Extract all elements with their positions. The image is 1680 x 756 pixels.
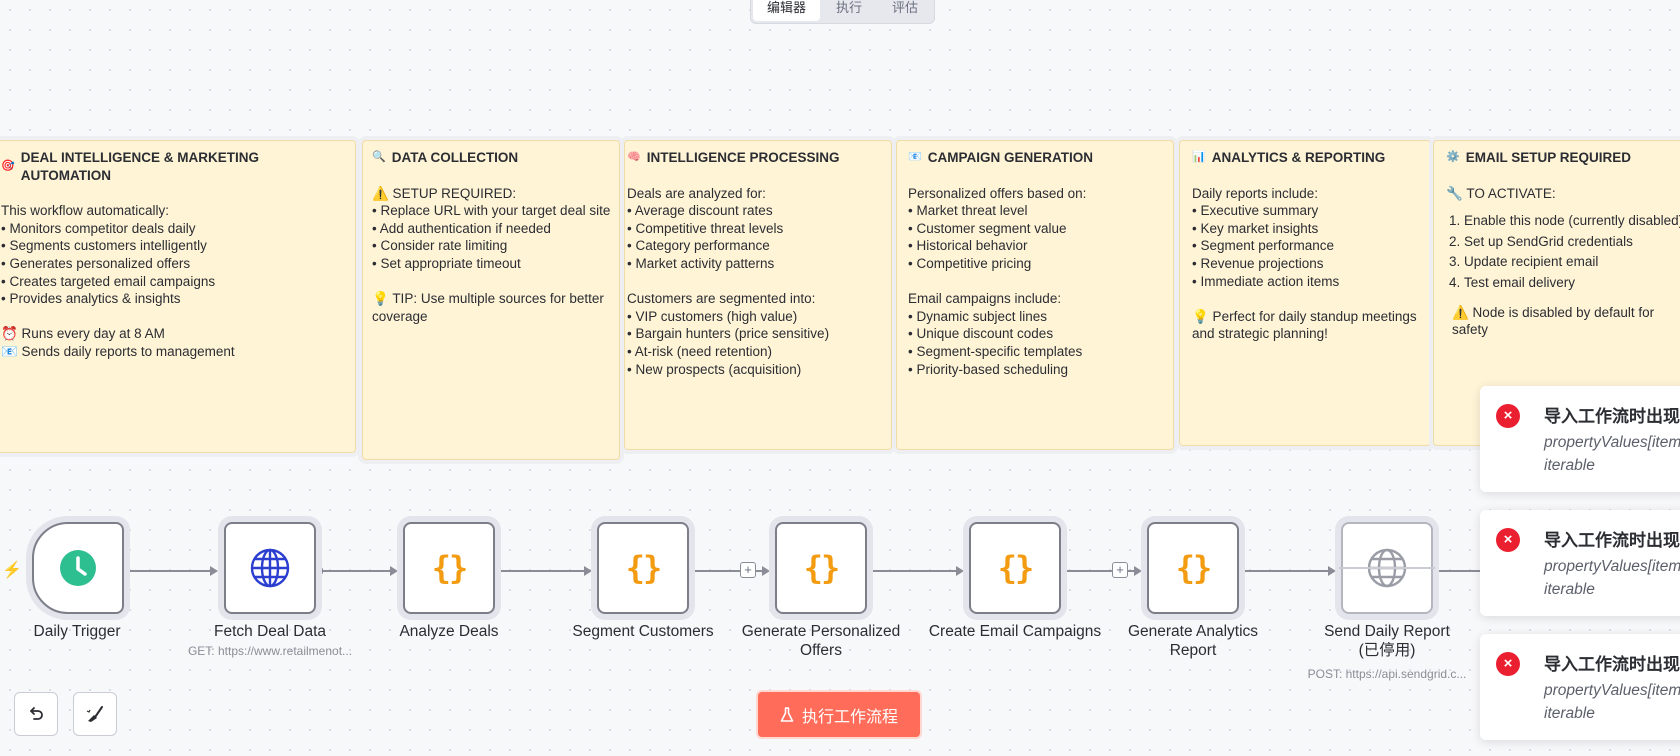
arrow-head: [762, 566, 770, 576]
input-handle: [770, 563, 776, 579]
node-subtitle: POST: https://api.sendgrid.c...: [1307, 667, 1467, 681]
error-icon: ×: [1496, 404, 1520, 428]
toast-title: 导入工作流时出现问题: [1544, 655, 1680, 674]
tab-executions[interactable]: 执行: [836, 0, 863, 15]
note-steps: Enable this node (currently disabled) Se…: [1446, 212, 1680, 291]
input-handle: [1142, 563, 1148, 579]
node-create-email-campaigns[interactable]: {}: [969, 522, 1061, 614]
disabled-strike-line: [1339, 567, 1435, 569]
note-title: DATA COLLECTION: [391, 150, 519, 165]
arrow-head: [390, 566, 398, 576]
note-body: This workflow automatically: • Monitors …: [1, 203, 235, 359]
execute-workflow-button[interactable]: 执行工作流程: [758, 692, 920, 737]
arrow-head: [1134, 566, 1142, 576]
input-handle: [592, 563, 598, 579]
target-icon: 🎯: [1, 159, 15, 172]
code-braces-icon: {}: [625, 549, 663, 587]
add-node-button[interactable]: +: [740, 562, 756, 578]
bar-chart-icon: 📊: [1192, 151, 1206, 163]
arrow-head: [584, 566, 592, 576]
toast-message: propertyValues[item] iterable: [1544, 682, 1680, 722]
note-footer: ⚠️ Node is disabled by default for safet…: [1452, 304, 1655, 338]
code-braces-icon: {}: [1175, 549, 1213, 587]
execute-workflow-label: 执行工作流程: [801, 708, 898, 726]
note-step: Update recipient email: [1464, 253, 1680, 271]
input-handle: [964, 563, 970, 579]
node-send-daily-report[interactable]: [1339, 522, 1435, 614]
note-step: Set up SendGrid credentials: [1464, 233, 1680, 251]
arrow-head: [956, 566, 964, 576]
note-title: ANALYTICS & REPORTING: [1211, 150, 1386, 165]
input-handle: [218, 563, 224, 579]
undo-icon: [30, 707, 43, 720]
node-subtitle: GET: https://www.retailmenot...: [187, 644, 353, 658]
note-body: Deals are analyzed for: • Average discou…: [627, 185, 830, 377]
toast-message: propertyValues[item] iterable: [1544, 434, 1680, 474]
node-analyze-deals[interactable]: {}: [403, 522, 495, 614]
node-label: Analyze Deals: [399, 623, 499, 640]
code-braces-icon: {}: [431, 549, 469, 587]
email-icon: 📧: [908, 151, 922, 163]
node-label: Create Email Campaigns: [928, 623, 1102, 640]
toast-title: 导入工作流时出现问题: [1544, 531, 1680, 550]
node-label: Segment Customers: [572, 623, 714, 640]
code-braces-icon: {}: [997, 549, 1035, 587]
error-icon: ×: [1496, 652, 1520, 676]
note-title: CAMPAIGN GENERATION: [927, 150, 1093, 165]
node-segment-customers[interactable]: {}: [597, 522, 689, 614]
note-intro: 🔧 TO ACTIVATE:: [1446, 185, 1556, 201]
node-label: Generate Analytics Report: [1127, 623, 1259, 659]
input-handle: [398, 563, 404, 579]
error-toast[interactable]: × 导入工作流时出现问题 propertyValues[item] iterab…: [1480, 510, 1680, 616]
arrow-head: [1328, 566, 1336, 576]
tidy-up-button[interactable]: [73, 692, 117, 736]
tab-editor[interactable]: 编辑器: [753, 0, 821, 21]
undo-button[interactable]: [14, 692, 58, 736]
tab-evaluations[interactable]: 评估: [892, 0, 919, 15]
note-title: DEAL INTELLIGENCE & MARKETING AUTOMATION: [20, 150, 259, 183]
sticky-note-overview[interactable]: 🎯 DEAL INTELLIGENCE & MARKETING AUTOMATIO…: [0, 140, 356, 453]
note-body: Personalized offers based on: • Market t…: [908, 185, 1087, 377]
node-label: Generate Personalized Offers: [741, 623, 901, 659]
node-label: Fetch Deal Data: [214, 623, 326, 640]
node-generate-analytics-report[interactable]: {}: [1147, 522, 1239, 614]
note-body: ⚠️ SETUP REQUIRED: • Replace URL with yo…: [372, 185, 611, 324]
node-fetch-deal-data[interactable]: [224, 522, 316, 614]
note-body: Daily reports include: • Executive summa…: [1192, 185, 1417, 342]
toast-title: 导入工作流时出现问题: [1544, 407, 1680, 426]
magnifier-icon: 🔍: [372, 151, 386, 163]
error-icon: ×: [1496, 528, 1520, 552]
note-step: Enable this node (currently disabled): [1464, 212, 1680, 230]
view-tabs: 编辑器 执行 评估: [750, 0, 936, 24]
flask-icon: [780, 706, 794, 722]
add-node-button[interactable]: +: [1112, 562, 1128, 578]
clock-icon: [60, 550, 96, 586]
arrow-head: [210, 566, 218, 576]
node-label: Send Daily Report (已停用): [1324, 623, 1450, 659]
toast-message: propertyValues[item] iterable: [1544, 558, 1680, 598]
trigger-bolt-icon: ⚡: [2, 562, 22, 579]
brain-icon: 🧠: [627, 151, 641, 163]
error-toast[interactable]: × 导入工作流时出现问题 propertyValues[item] iterab…: [1480, 634, 1680, 740]
sticky-note-data-collection[interactable]: 🔍 DATA COLLECTION ⚠️ SETUP REQUIRED: • Re…: [362, 140, 620, 460]
note-title: EMAIL SETUP REQUIRED: [1465, 150, 1631, 165]
broom-icon: [86, 706, 103, 722]
sticky-note-analytics[interactable]: 📊 ANALYTICS & REPORTING Daily reports inc…: [1179, 140, 1431, 446]
globe-icon: [250, 548, 290, 588]
node-daily-trigger[interactable]: [32, 522, 124, 614]
node-generate-personalized-offers[interactable]: {}: [775, 522, 867, 614]
gear-icon: ⚙️: [1446, 151, 1460, 163]
note-step: Test email delivery: [1464, 274, 1680, 292]
code-braces-icon: {}: [803, 549, 841, 587]
node-label: Daily Trigger: [33, 623, 121, 640]
sticky-note-intelligence[interactable]: 🧠 INTELLIGENCE PROCESSING Deals are analy…: [624, 140, 892, 450]
error-toast[interactable]: × 导入工作流时出现问题 propertyValues[item] iterab…: [1480, 386, 1680, 492]
sticky-note-campaign[interactable]: 📧 CAMPAIGN GENERATION Personalized offers…: [896, 140, 1174, 450]
note-title: INTELLIGENCE PROCESSING: [646, 150, 840, 165]
